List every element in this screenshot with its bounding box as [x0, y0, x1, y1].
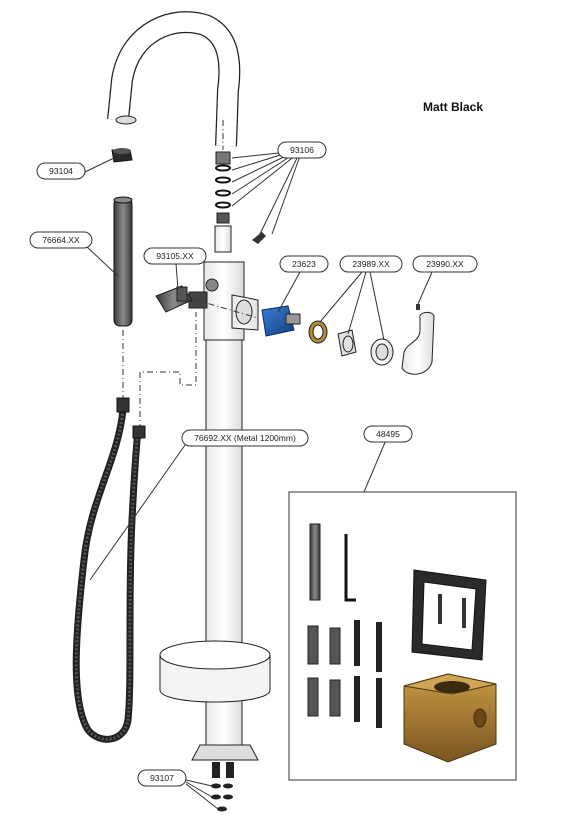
callout-76692-label: 76692.XX (Metal 1200mm)	[194, 433, 296, 443]
callout-23989: 23989.XX	[339, 255, 403, 273]
lever-handle-part	[401, 304, 435, 375]
callout-76692: 76692.XX (Metal 1200mm)	[181, 429, 309, 447]
callout-23990-label: 23990.XX	[426, 259, 464, 269]
callout-93107: 93107	[137, 769, 187, 787]
callout-93106: 93106	[277, 141, 327, 159]
finish-title: Matt Black	[423, 100, 483, 114]
fixing-washers-part	[211, 762, 234, 812]
spout	[107, 11, 241, 147]
callout-23623: 23623	[279, 255, 329, 273]
callout-76664-label: 76664.XX	[42, 235, 80, 245]
brass-body-part	[403, 673, 497, 763]
cartridge-part	[261, 305, 301, 337]
aerator-part	[111, 148, 133, 163]
callout-48495-label: 48495	[376, 429, 400, 439]
spout-connector-part	[214, 151, 266, 253]
handle-rings-part	[308, 320, 394, 366]
callout-93104: 93104	[36, 162, 86, 180]
diverter-part	[155, 285, 193, 313]
callout-93105: 93105.XX	[143, 247, 207, 265]
callout-93106-label: 93106	[290, 145, 314, 155]
shower-hose-part	[72, 397, 146, 743]
screws-part	[354, 620, 382, 728]
fixing-kit-box	[288, 491, 517, 781]
callout-23990: 23990.XX	[412, 255, 478, 273]
callout-93104-label: 93104	[49, 166, 73, 176]
leader-lines	[84, 151, 433, 810]
callout-23989-label: 23989.XX	[352, 259, 390, 269]
callout-48495: 48495	[363, 425, 413, 443]
callout-23623-label: 23623	[292, 259, 316, 269]
floor-base	[159, 640, 271, 761]
hand-shower-part	[113, 196, 133, 327]
frame-part	[411, 569, 487, 661]
callout-93107-label: 93107	[150, 773, 174, 783]
callout-93105-label: 93105.XX	[156, 251, 194, 261]
callout-76664: 76664.XX	[29, 231, 93, 249]
assembly-lines	[122, 120, 259, 430]
wall-plugs-part	[307, 625, 341, 717]
